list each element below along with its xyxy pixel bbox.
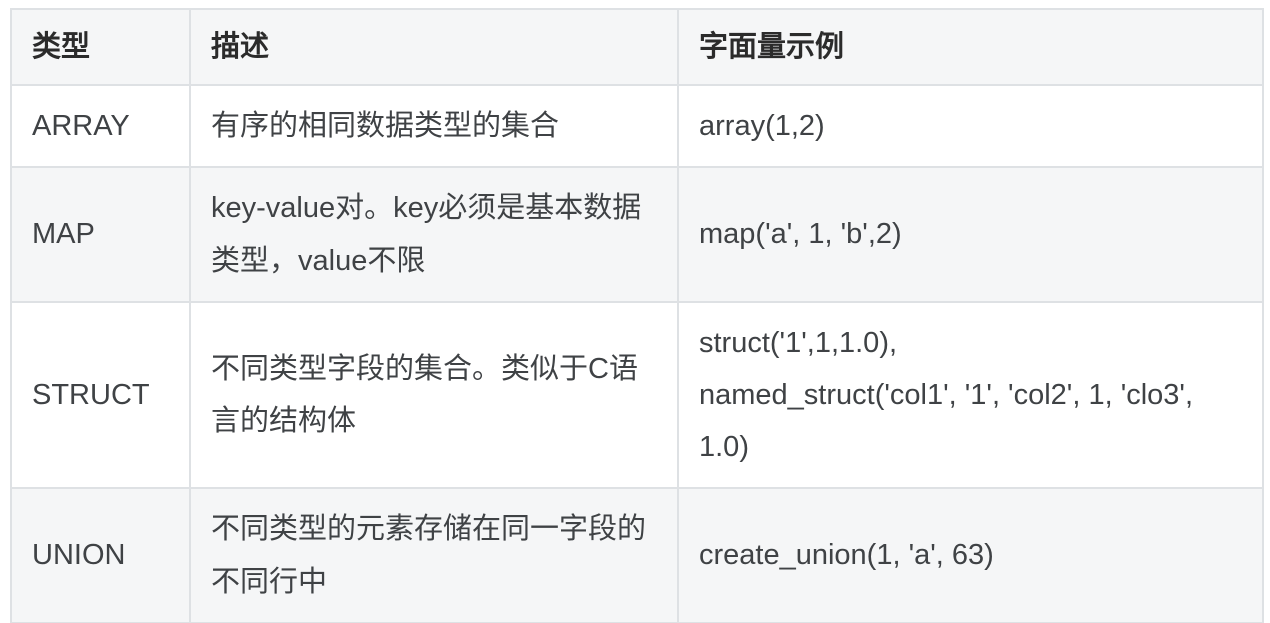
cell-literal: struct('1',1,1.0), named_struct('col1', … (677, 300, 1264, 490)
cell-literal: create_union(1, 'a', 63) (677, 487, 1264, 623)
cell-type: STRUCT (10, 300, 191, 490)
table-row-union: UNION 不同类型的元素存储在同一字段的不同行中 create_union(1… (10, 487, 1264, 623)
column-header-literal-example: 字面量示例 (677, 7, 1264, 87)
cell-description: key-value对。key必须是基本数据类型，value不限 (189, 166, 679, 303)
header-row: 类型 描述 字面量示例 (10, 7, 1264, 87)
cell-literal: array(1,2) (677, 84, 1264, 169)
cell-literal: map('a', 1, 'b',2) (677, 166, 1264, 303)
cell-type: UNION (10, 487, 191, 623)
column-header-type: 类型 (10, 7, 191, 87)
data-types-table: 类型 描述 字面量示例 ARRAY 有序的相同数据类型的集合 array(1,2… (10, 7, 1264, 623)
cell-description: 不同类型字段的集合。类似于C语言的结构体 (189, 300, 679, 490)
table-row-struct: STRUCT 不同类型字段的集合。类似于C语言的结构体 struct('1',1… (10, 300, 1264, 490)
cell-type: ARRAY (10, 84, 191, 169)
cell-type: MAP (10, 166, 191, 303)
cell-description: 有序的相同数据类型的集合 (189, 84, 679, 169)
table-row-array: ARRAY 有序的相同数据类型的集合 array(1,2) (10, 84, 1264, 169)
cell-description: 不同类型的元素存储在同一字段的不同行中 (189, 487, 679, 623)
table-row-map: MAP key-value对。key必须是基本数据类型，value不限 map(… (10, 166, 1264, 303)
column-header-description: 描述 (189, 7, 679, 87)
